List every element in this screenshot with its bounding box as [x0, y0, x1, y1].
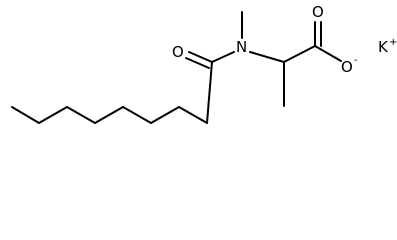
carboxylate-oxygen-label: O: [341, 58, 353, 76]
bond-amide-co-b: [185, 57, 210, 69]
bond-carboxyl-co-single: [314, 45, 342, 62]
bond-chain-1: [11, 106, 40, 124]
bond-n-alpha: [249, 51, 285, 63]
bond-chain-5: [122, 106, 152, 124]
bond-amide-co-a: [188, 51, 213, 63]
bond-alpha-carboxyl: [283, 45, 316, 63]
bond-chain-4: [94, 106, 124, 124]
carbonyl-oxygen-label: O: [312, 3, 324, 21]
amide-oxygen-label: O: [172, 43, 184, 61]
potassium-label: K: [378, 38, 389, 56]
bond-chain-8: [206, 61, 213, 124]
bond-chain-6: [150, 106, 180, 124]
bond-chain-3: [66, 106, 96, 124]
carboxylate-charge: -: [354, 55, 358, 66]
bond-chain-7: [178, 106, 208, 124]
bond-chain-2: [38, 106, 68, 124]
bond-amide-cn: [211, 51, 235, 63]
nitrogen-label: N: [236, 38, 247, 56]
chemical-structure: O N O O - K +: [11, 3, 397, 124]
potassium-charge: +: [389, 37, 397, 48]
